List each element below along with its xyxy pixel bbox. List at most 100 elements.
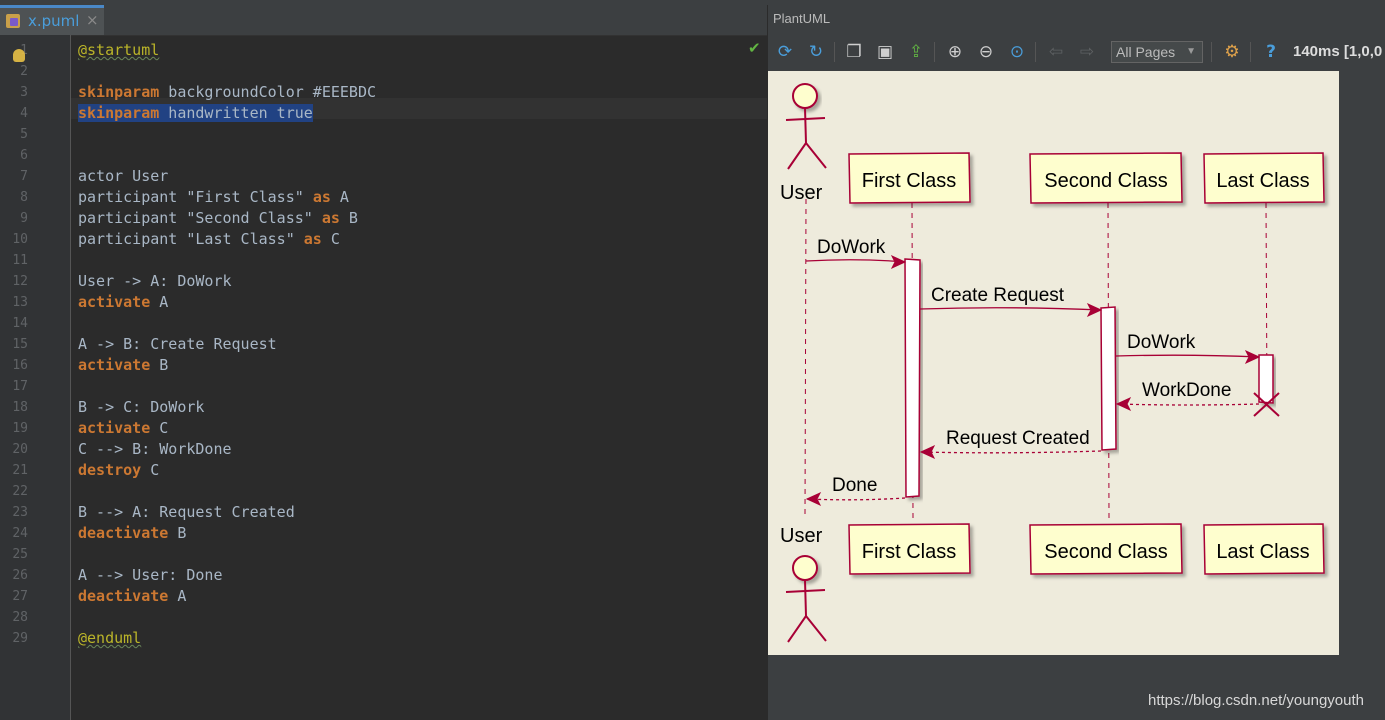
tab-x-puml[interactable]: x.puml × <box>0 5 104 35</box>
copy-icon[interactable]: ❐ <box>846 42 862 62</box>
editor-tab-bar: x.puml × <box>0 5 767 36</box>
code-line[interactable]: @enduml <box>78 628 141 649</box>
code-line[interactable]: actor User <box>78 166 168 187</box>
help-icon[interactable]: ? <box>1266 42 1276 62</box>
line-number: 12 <box>12 274 28 289</box>
message-arrow-create-request <box>919 307 1102 311</box>
code-line[interactable]: participant "Second Class" as B <box>78 208 358 229</box>
line-number: 5 <box>20 127 28 142</box>
code-line[interactable]: @startuml <box>78 40 159 61</box>
code-area[interactable]: @startuml skinparam backgroundColor #EEEB… <box>71 35 767 720</box>
participant-box-last-class-top <box>1203 152 1325 204</box>
code-line[interactable]: activate B <box>78 355 168 376</box>
forward-icon[interactable]: ⇨ <box>1079 42 1095 62</box>
code-line[interactable]: participant "Last Class" as C <box>78 229 340 250</box>
activation-first-class <box>904 258 921 498</box>
code-token: @startuml <box>78 41 160 59</box>
message-label-create-request: Create Request <box>931 285 1065 306</box>
activation-last-class <box>1258 354 1274 404</box>
code-token: A <box>330 188 349 206</box>
line-number: 2 <box>20 64 28 79</box>
code-token: activate <box>78 356 151 374</box>
chevron-down-icon: ▼ <box>1186 46 1196 57</box>
code-line[interactable]: A --> User: Done <box>78 565 223 586</box>
code-token: as <box>312 188 331 206</box>
code-line[interactable]: User -> A: DoWork <box>78 271 232 292</box>
tab-filename: x.puml <box>28 12 80 30</box>
line-number: 16 <box>12 358 28 373</box>
line-number: 1 <box>20 43 28 58</box>
zoom-actual-icon[interactable]: ⊙ <box>1009 42 1025 62</box>
code-line[interactable]: skinparam handwritten true <box>78 103 313 124</box>
auto-refresh-icon[interactable]: ↻ <box>808 42 824 62</box>
code-line[interactable]: B --> A: Request Created <box>78 502 295 523</box>
participant-label-last-class-top: Last Class <box>1216 170 1309 192</box>
plantuml-toolbar: ⟳ ↻ ❐ ▣ ⇪ ⊕ ⊖ ⊙ ⇦ ⇨ All Pages▼ ⚙ ? 140ms… <box>768 37 1385 69</box>
message-arrow-workdone <box>1116 403 1260 406</box>
line-number: 24 <box>12 526 28 541</box>
code-token: as <box>321 209 340 227</box>
refresh-icon[interactable]: ⟳ <box>777 42 793 62</box>
code-line[interactable]: C --> B: WorkDone <box>78 439 232 460</box>
line-number: 18 <box>12 400 28 415</box>
back-icon[interactable]: ⇦ <box>1048 42 1064 62</box>
save-icon[interactable]: ▣ <box>876 42 894 62</box>
line-number: 17 <box>12 379 28 394</box>
code-token: B -> C: DoWork <box>78 398 205 416</box>
message-arrow-request-created <box>920 450 1102 454</box>
code-token: activate <box>78 293 151 311</box>
participant-label-second-class-top: Second Class <box>1044 170 1167 192</box>
line-number: 25 <box>12 547 28 562</box>
code-line[interactable]: activate C <box>78 418 168 439</box>
line-number: 15 <box>12 337 28 352</box>
zoom-out-icon[interactable]: ⊖ <box>978 42 994 62</box>
line-number: 3 <box>20 85 28 100</box>
code-line[interactable]: activate A <box>78 292 168 313</box>
toolbar-separator <box>934 42 935 62</box>
actor-label-bottom: User <box>780 525 823 547</box>
arrowhead <box>1086 302 1103 318</box>
line-number: 13 <box>12 295 28 310</box>
export-icon[interactable]: ⇪ <box>908 42 924 62</box>
line-number: 14 <box>12 316 28 331</box>
code-token: C <box>141 461 160 479</box>
message-arrow-done <box>806 497 906 501</box>
line-number: 26 <box>12 568 28 583</box>
line-number: 8 <box>20 190 28 205</box>
actor-label-top: User <box>780 182 823 204</box>
code-line[interactable]: B -> C: DoWork <box>78 397 204 418</box>
code-line[interactable]: destroy C <box>78 460 159 481</box>
code-line[interactable]: deactivate B <box>78 523 186 544</box>
line-number: 10 <box>12 232 28 247</box>
code-token: A <box>168 587 187 605</box>
message-arrow-dowork-1 <box>805 259 906 263</box>
toolbar-separator <box>834 42 835 62</box>
code-token: deactivate <box>78 587 169 605</box>
lifeline-user <box>804 198 807 516</box>
arrowhead <box>1115 396 1132 412</box>
pages-select[interactable]: All Pages▼ <box>1111 41 1203 63</box>
code-line[interactable]: participant "First Class" as A <box>78 187 349 208</box>
code-line[interactable]: A -> B: Create Request <box>78 334 277 355</box>
toolbar-separator <box>1250 42 1251 62</box>
code-line[interactable]: deactivate A <box>78 586 186 607</box>
tab-close-icon[interactable]: × <box>86 11 99 29</box>
code-token: participant "Second Class" <box>78 209 322 227</box>
code-token: C --> B: WorkDone <box>78 440 232 458</box>
lightbulb-intention-icon[interactable] <box>13 49 25 62</box>
code-token: A --> User: Done <box>78 566 223 584</box>
code-token: C <box>321 230 340 248</box>
arrowhead <box>1244 349 1261 365</box>
activation-second-class <box>1100 306 1117 451</box>
participant-box-second-class-bottom <box>1029 523 1183 575</box>
code-token: A <box>150 293 169 311</box>
participant-box-last-class-bottom <box>1203 523 1325 575</box>
puml-file-icon <box>6 14 20 28</box>
settings-icon[interactable]: ⚙ <box>1224 42 1240 62</box>
zoom-in-icon[interactable]: ⊕ <box>947 42 963 62</box>
line-number: 27 <box>12 589 28 604</box>
line-number: 6 <box>20 148 28 163</box>
code-line[interactable]: skinparam backgroundColor #EEEBDC <box>78 82 376 103</box>
